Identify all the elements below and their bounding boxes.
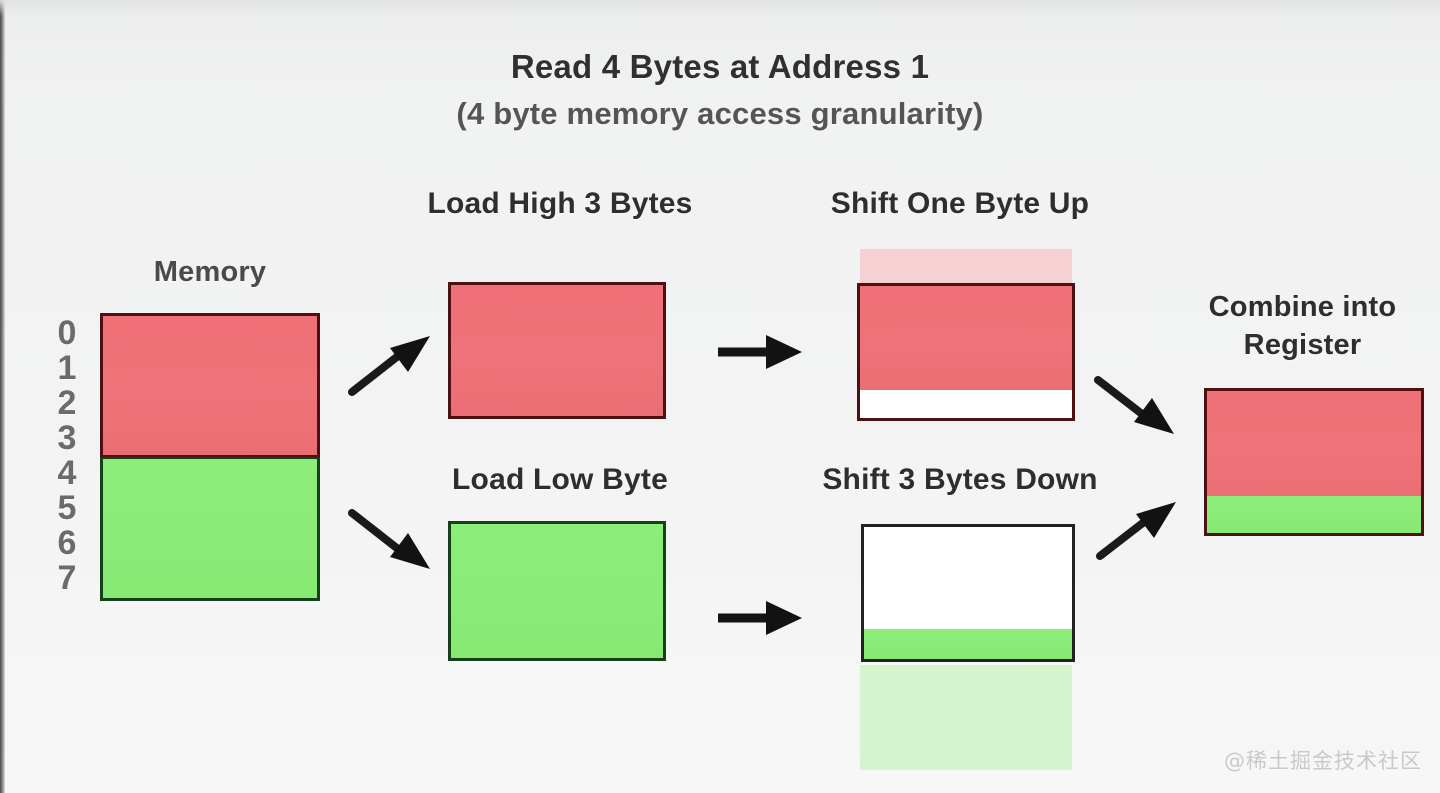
watermark: @稀土掘金技术社区: [1224, 749, 1422, 773]
box-load-high-3-bytes: [448, 282, 666, 419]
address-label-6: 6: [57, 524, 77, 562]
box-shift-3-bytes-down: [861, 524, 1075, 662]
heading-load-high-3-bytes: Load High 3 Bytes: [427, 187, 693, 220]
memory-low-bytes-region: [100, 457, 320, 601]
shift-up-empty: [860, 390, 1072, 418]
memory-high-bytes-region: [100, 313, 320, 457]
diagram-title: Read 4 Bytes at Address 1: [510, 48, 930, 85]
load-low-fill: [451, 524, 663, 658]
arrow-memory-to-load-low: [346, 505, 436, 575]
register-high-bytes: [1207, 391, 1421, 497]
arrow-shift-up-to-register: [1094, 372, 1180, 442]
arrow-shift-down-to-register: [1096, 494, 1182, 564]
heading-shift-one-byte-up: Shift One Byte Up: [830, 187, 1090, 220]
address-label-3: 3: [57, 419, 77, 457]
address-label-7: 7: [57, 559, 77, 597]
address-label-0: 0: [57, 314, 77, 352]
heading-load-low-byte: Load Low Byte: [452, 463, 668, 496]
heading-combine-into-register: Combine into Register: [1208, 291, 1397, 361]
address-label-1: 1: [57, 349, 77, 387]
diagram-subtitle: (4 byte memory access granularity): [456, 96, 984, 131]
arrow-memory-to-load-high: [346, 330, 436, 400]
box-load-low-byte: [448, 521, 666, 661]
box-combine-register: [1204, 388, 1424, 536]
memory-address-column: 0 1 2 3 4 5 6 7: [50, 316, 84, 596]
address-label-2: 2: [57, 384, 77, 422]
heading-shift-3-bytes-down: Shift 3 Bytes Down: [822, 463, 1098, 496]
shift-down-fill: [864, 628, 1072, 659]
ghost-shifted-out-bytes: [860, 665, 1072, 770]
address-label-5: 5: [57, 489, 77, 527]
shift-down-empty: [864, 527, 1072, 629]
heading-memory: Memory: [153, 256, 267, 288]
ghost-shifted-out-byte: [860, 249, 1072, 289]
arrow-load-low-to-shift-down: [716, 596, 806, 640]
address-label-4: 4: [57, 454, 77, 492]
shift-up-fill: [860, 286, 1072, 391]
memory-block: [100, 313, 320, 601]
arrow-load-high-to-shift-up: [716, 330, 806, 374]
register-low-byte: [1207, 496, 1421, 533]
box-shift-one-byte-up: [857, 283, 1075, 421]
load-high-fill: [451, 285, 663, 416]
